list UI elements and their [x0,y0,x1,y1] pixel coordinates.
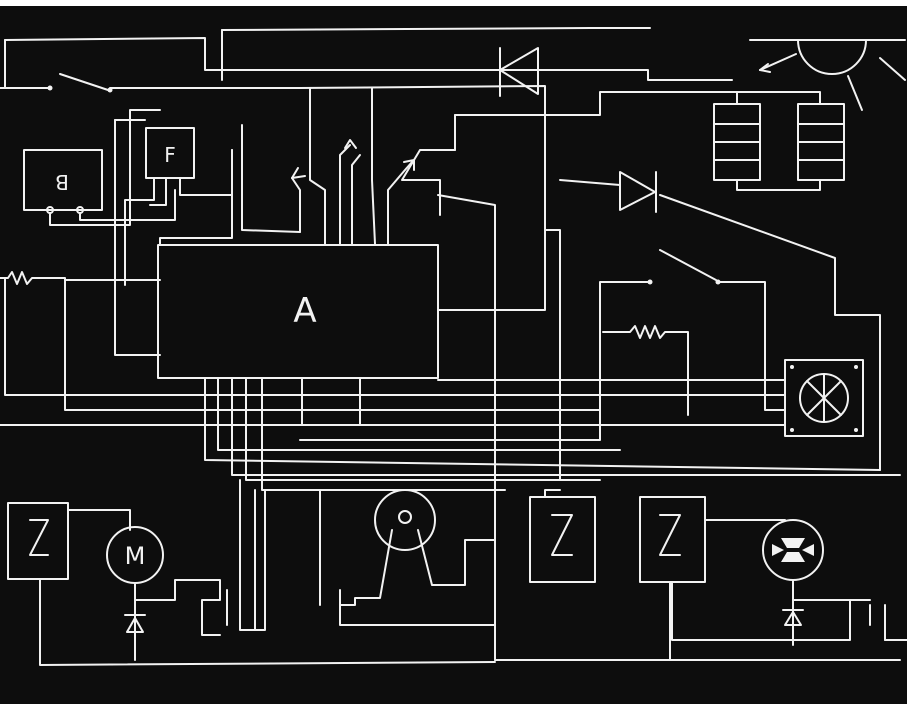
relay-left [7,502,496,666]
top-paper-edge [0,0,907,6]
block-b: B [23,109,176,226]
sun-icon [759,39,906,111]
motor-label: M [125,542,146,570]
top-diode [499,47,539,97]
right-wiring [437,179,881,661]
block-f-label: F [164,143,176,167]
right-resistor [602,325,689,416]
lamp-icon [762,519,907,646]
right-diode [619,171,657,213]
battery-right [717,91,845,181]
right-switch [299,249,786,441]
controller-a-label: A [293,291,316,331]
output-arrows [159,124,456,246]
top-wiring [0,27,906,481]
pulley-icon [319,489,496,626]
relay-mid [529,489,596,583]
battery-left [713,91,821,191]
bus-lines [179,377,901,631]
left-resistor [0,271,201,426]
bottom-paper-edge [0,704,907,710]
top-left-switch [47,73,113,93]
controller-a: A [157,244,439,379]
motor: M [106,526,228,661]
block-b-label: B [55,170,69,194]
fan-icon [437,359,864,437]
bottom-right-bus [494,581,901,661]
relay-right [639,496,871,641]
